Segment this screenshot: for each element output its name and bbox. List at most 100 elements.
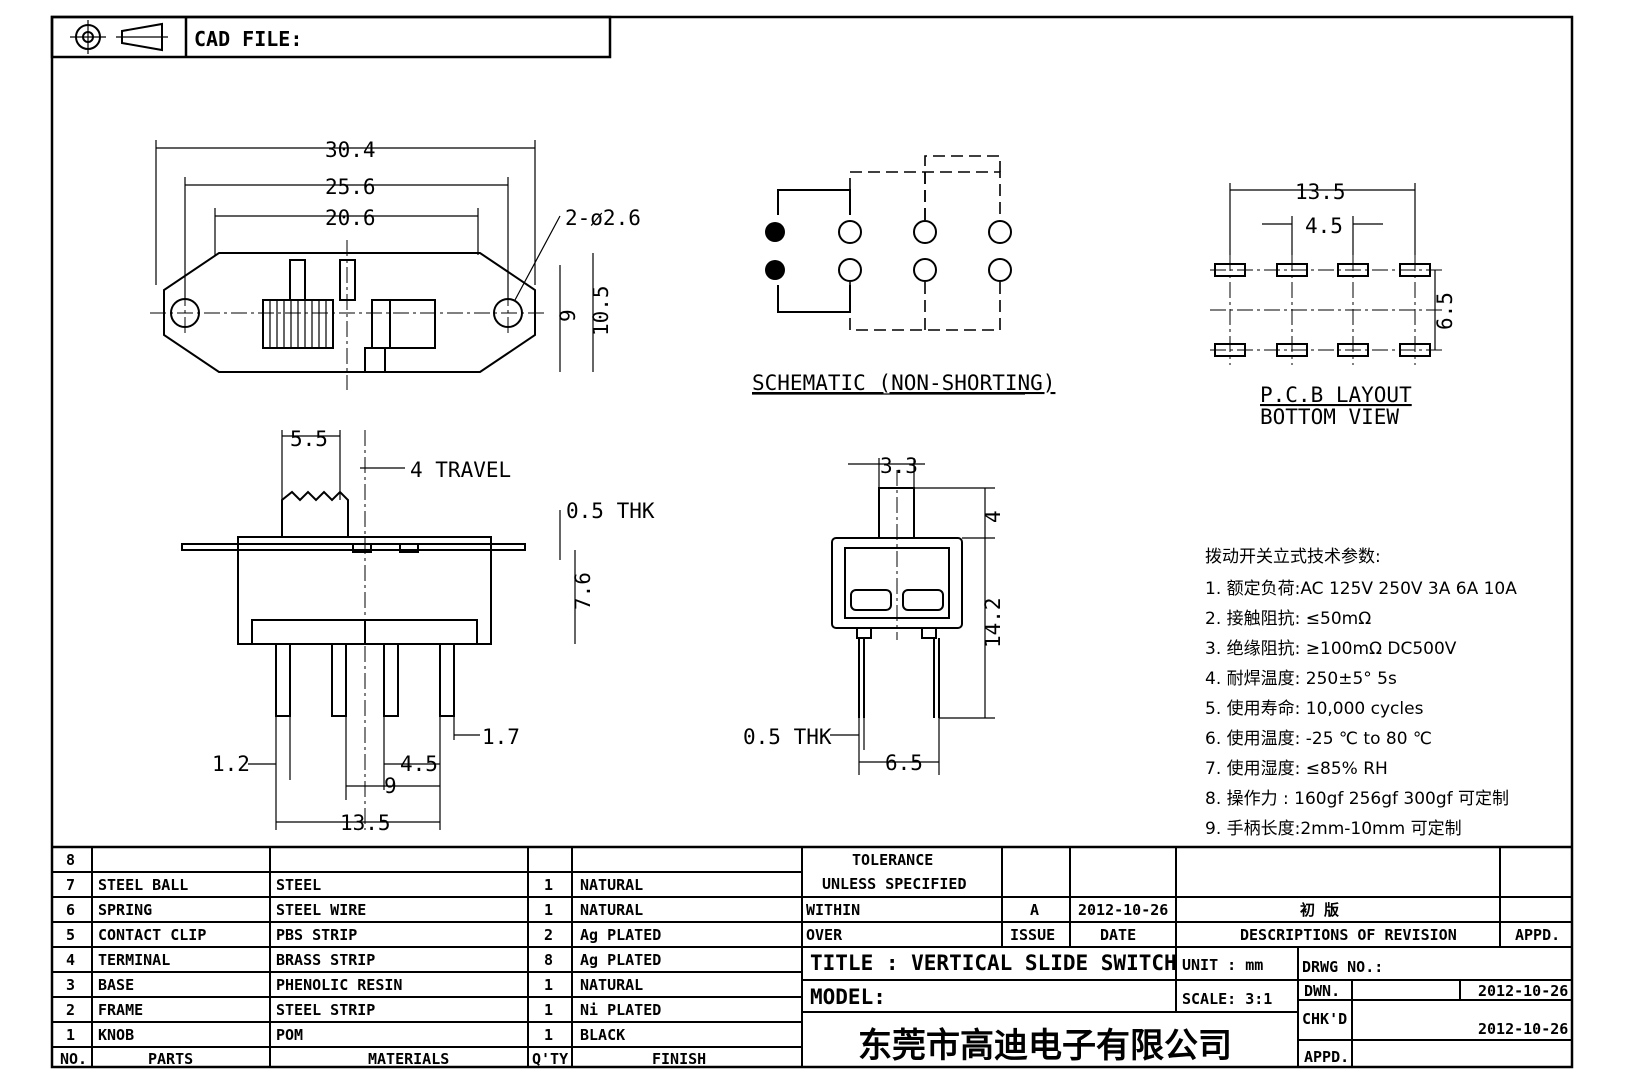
svg-text:FINISH: FINISH bbox=[652, 1050, 706, 1068]
svg-text:7: 7 bbox=[66, 876, 75, 894]
bom-header-row: NO. PARTS MATERIALS Q'TY FINISH bbox=[60, 1050, 706, 1068]
svg-text:FRAME: FRAME bbox=[98, 1001, 143, 1019]
chkd-label: CHK'D bbox=[1302, 1010, 1347, 1028]
dim-13-5: 13.5 bbox=[340, 811, 391, 835]
svg-text:PBS STRIP: PBS STRIP bbox=[276, 926, 357, 944]
issue-header: ISSUE bbox=[1010, 926, 1055, 944]
spec-item: 8. 操作力 : 160gf 256gf 300gf 可定制 bbox=[1205, 789, 1509, 809]
bom-row: 8 bbox=[66, 851, 75, 869]
pcb-caption-1: P.C.B LAYOUT bbox=[1260, 383, 1412, 407]
svg-text:8: 8 bbox=[66, 851, 75, 869]
bom-table: 8 7 STEEL BALL STEEL 1 NATURAL 6 SPRING … bbox=[52, 845, 1572, 1068]
top-view: 30.4 25.6 20.6 2-ø2.6 9 10.5 bbox=[150, 138, 641, 390]
dim-10-5: 10.5 bbox=[589, 285, 613, 336]
issue-value: A bbox=[1030, 901, 1039, 919]
svg-text:KNOB: KNOB bbox=[98, 1026, 134, 1044]
dim-1-7: 1.7 bbox=[482, 725, 520, 749]
svg-text:POM: POM bbox=[276, 1026, 303, 1044]
appd-label: APPD. bbox=[1304, 1048, 1349, 1066]
unless-label: UNLESS SPECIFIED bbox=[822, 875, 967, 893]
sheet-border bbox=[50, 15, 1574, 1069]
svg-text:Ag PLATED: Ag PLATED bbox=[580, 926, 661, 944]
svg-text:1: 1 bbox=[544, 976, 553, 994]
desc-header: DESCRIPTIONS OF REVISION bbox=[1240, 926, 1457, 944]
svg-text:MATERIALS: MATERIALS bbox=[368, 1050, 449, 1068]
revision-value: 初 版 bbox=[1300, 901, 1339, 919]
bom-row: 4 TERMINAL BRASS STRIP 8 Ag PLATED bbox=[66, 951, 661, 969]
dim-1-2: 1.2 bbox=[212, 752, 250, 776]
drwg-no-label: DRWG NO.: bbox=[1302, 958, 1383, 976]
pcb-dim-13-5: 13.5 bbox=[1295, 180, 1346, 204]
dim-30-4: 30.4 bbox=[325, 138, 376, 162]
date-header: DATE bbox=[1100, 926, 1136, 944]
spec-item: 7. 使用湿度: ≤85% RH bbox=[1205, 758, 1388, 779]
header-box: CAD FILE: bbox=[50, 15, 612, 59]
svg-text:2: 2 bbox=[66, 1001, 75, 1019]
bom-row: 1 KNOB POM 1 BLACK bbox=[66, 1026, 625, 1044]
dim-5-5: 5.5 bbox=[290, 427, 328, 451]
end-dim-thk: 0.5 THK bbox=[743, 725, 832, 749]
dim-holes: 2-ø2.6 bbox=[565, 206, 641, 230]
dim-25-6: 25.6 bbox=[325, 175, 376, 199]
pcb-layout: 13.5 4.5 6.5 P.C.B LAYOUT BOTTOM VIEW bbox=[1210, 180, 1457, 429]
scale-label: SCALE: 3:1 bbox=[1182, 990, 1272, 1008]
svg-text:8: 8 bbox=[544, 951, 553, 969]
pcb-caption-2: BOTTOM VIEW bbox=[1260, 405, 1399, 429]
dim-4-5: 4.5 bbox=[400, 752, 438, 776]
chkd-date: 2012-10-26 bbox=[1478, 1020, 1568, 1038]
spec-item: 5. 使用寿命: 10,000 cycles bbox=[1205, 698, 1424, 719]
appd-header: APPD. bbox=[1515, 926, 1560, 944]
svg-text:6: 6 bbox=[66, 901, 75, 919]
end-dim-3-3: 3.3 bbox=[880, 454, 918, 478]
dim-20-6: 20.6 bbox=[325, 206, 376, 230]
dim-7-6: 7.6 bbox=[571, 572, 595, 610]
end-dim-4: 4 bbox=[981, 510, 1005, 523]
svg-text:STEEL WIRE: STEEL WIRE bbox=[276, 901, 366, 919]
schematic-caption: SCHEMATIC (NON-SHORTING) bbox=[752, 371, 1055, 395]
drawing-title: TITLE : VERTICAL SLIDE SWITCH bbox=[810, 951, 1177, 975]
svg-text:BLACK: BLACK bbox=[580, 1026, 625, 1044]
svg-text:PHENOLIC RESIN: PHENOLIC RESIN bbox=[276, 976, 402, 994]
bom-row: 3 BASE PHENOLIC RESIN 1 NATURAL bbox=[66, 976, 643, 994]
svg-text:TERMINAL: TERMINAL bbox=[98, 951, 170, 969]
spec-item: 2. 接触阻抗: ≤50mΩ bbox=[1205, 609, 1371, 629]
svg-text:1: 1 bbox=[544, 1026, 553, 1044]
common-terminal-dot bbox=[765, 222, 785, 242]
svg-text:2: 2 bbox=[544, 926, 553, 944]
spec-item: 9. 手柄长度:2mm-10mm 可定制 bbox=[1205, 819, 1462, 839]
dwn-label: DWN. bbox=[1304, 982, 1340, 1000]
svg-text:Ni PLATED: Ni PLATED bbox=[580, 1001, 661, 1019]
common-terminal-dot bbox=[765, 260, 785, 280]
svg-text:NATURAL: NATURAL bbox=[580, 976, 643, 994]
svg-text:SPRING: SPRING bbox=[98, 901, 152, 919]
svg-text:STEEL BALL: STEEL BALL bbox=[98, 876, 188, 894]
bom-row: 7 STEEL BALL STEEL 1 NATURAL bbox=[66, 876, 643, 894]
svg-text:1: 1 bbox=[544, 901, 553, 919]
title-block: TOLERANCE UNLESS SPECIFIED WITHIN OVER A… bbox=[802, 847, 1572, 1067]
side-view: 5.5 4 TRAVEL 0.5 THK 7.6 1.2 4.5 1.7 9 1… bbox=[181, 427, 655, 835]
svg-text:4: 4 bbox=[66, 951, 75, 969]
date-value: 2012-10-26 bbox=[1078, 901, 1168, 919]
dim-travel: 4 TRAVEL bbox=[410, 458, 511, 482]
schematic: SCHEMATIC (NON-SHORTING) bbox=[752, 155, 1055, 395]
spec-item: 3. 绝缘阻抗: ≥100mΩ DC500V bbox=[1205, 639, 1457, 659]
end-view: 3.3 4 14.2 0.5 THK 6.5 bbox=[743, 454, 1005, 775]
pcb-dim-6-5: 6.5 bbox=[1433, 292, 1457, 330]
svg-text:CONTACT CLIP: CONTACT CLIP bbox=[98, 926, 206, 944]
spec-item: 4. 耐焊温度: 250±5° 5s bbox=[1205, 669, 1397, 689]
pcb-dim-4-5: 4.5 bbox=[1305, 214, 1343, 238]
svg-text:STEEL STRIP: STEEL STRIP bbox=[276, 1001, 375, 1019]
projection-symbol-icon bbox=[70, 20, 168, 54]
cad-file-label: CAD FILE: bbox=[194, 27, 302, 51]
end-dim-6-5: 6.5 bbox=[885, 751, 923, 775]
spec-title: 拨动开关立式技术参数: bbox=[1205, 547, 1381, 567]
bom-row: 6 SPRING STEEL WIRE 1 NATURAL bbox=[66, 901, 643, 919]
spec-list: 拨动开关立式技术参数: 1. 额定负荷:AC 125V 250V 3A 6A 1… bbox=[1205, 547, 1517, 839]
bom-row: 2 FRAME STEEL STRIP 1 Ni PLATED bbox=[66, 1001, 661, 1019]
end-dim-14-2: 14.2 bbox=[981, 597, 1005, 648]
spec-item: 1. 额定负荷:AC 125V 250V 3A 6A 10A bbox=[1205, 579, 1517, 599]
svg-text:1: 1 bbox=[544, 876, 553, 894]
svg-text:1: 1 bbox=[544, 1001, 553, 1019]
company-name: 东莞市高迪电子有限公司 bbox=[858, 1026, 1232, 1066]
svg-text:BRASS STRIP: BRASS STRIP bbox=[276, 951, 375, 969]
